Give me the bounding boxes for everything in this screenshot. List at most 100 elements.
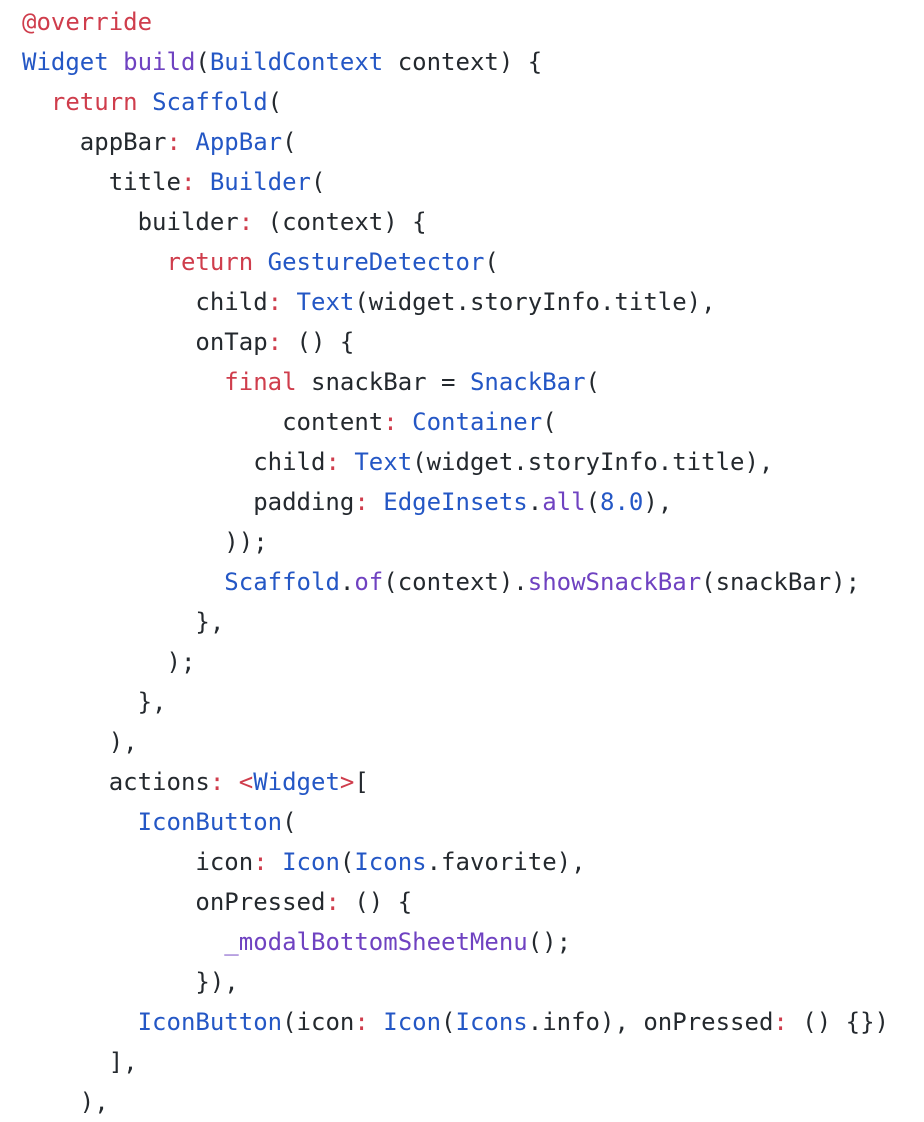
keyword-token: :: [209, 768, 225, 796]
code-line: onPressed: () {: [22, 882, 889, 922]
type-token: Scaffold: [224, 568, 340, 596]
code-line: IconButton(: [22, 802, 889, 842]
keyword-token: return: [166, 248, 254, 276]
keyword-token: <: [238, 768, 254, 796]
type-token: BuildContext: [209, 48, 384, 76]
code-token: context) {: [383, 48, 543, 76]
code-token: (: [339, 848, 355, 876]
code-line: onTap: () {: [22, 322, 889, 362]
type-token: 8.0: [600, 488, 644, 516]
code-token: (: [282, 808, 297, 836]
code-token: [22, 928, 224, 956]
keyword-token: return: [50, 88, 138, 116]
code-token: (: [267, 88, 283, 116]
code-token: (: [311, 168, 326, 196]
code-token: (: [585, 368, 600, 396]
code-token: [195, 168, 209, 196]
code-line: _modalBottomSheetMenu();: [22, 922, 889, 962]
code-token: [282, 288, 296, 316]
code-line: ),: [22, 722, 889, 762]
keyword-token: >: [339, 768, 355, 796]
code-token: actions: [22, 768, 210, 796]
code-token: ();: [527, 928, 572, 956]
code-line: @override: [22, 2, 889, 42]
code-token: appBar: [22, 128, 167, 156]
code-line: title: Builder(: [22, 162, 889, 202]
keyword-token: :: [267, 328, 283, 356]
code-token: (widget.storyInfo.title),: [412, 448, 774, 476]
code-token: },: [22, 608, 225, 636]
type-token: Icon: [282, 848, 340, 876]
type-token: Text: [354, 448, 413, 476]
code-token: [398, 408, 412, 436]
keyword-token: :: [267, 288, 283, 316]
code-line: Widget build(BuildContext context) {: [22, 42, 889, 82]
code-token: (: [542, 408, 557, 436]
code-token: [268, 848, 282, 876]
code-line: child: Text(widget.storyInfo.title),: [22, 282, 889, 322]
function-token: all: [542, 488, 586, 516]
code-token: .: [339, 568, 355, 596]
keyword-token: final: [224, 368, 297, 396]
code-token: [22, 248, 167, 276]
code-token: ),: [22, 728, 138, 756]
keyword-token: :: [325, 448, 340, 476]
function-token: of: [354, 568, 384, 596]
keyword-token: :: [773, 1008, 788, 1036]
code-line: ),: [22, 1082, 889, 1122]
keyword-token: :: [166, 128, 181, 156]
code-token: ));: [22, 528, 268, 556]
keyword-token: :: [383, 408, 398, 436]
code-token: [22, 368, 224, 396]
code-token: ],: [22, 1048, 138, 1076]
code-token: [: [354, 768, 369, 796]
code-token: [22, 808, 138, 836]
type-token: Container: [412, 408, 543, 436]
code-line: }),: [22, 962, 889, 1002]
code-line: return GestureDetector(: [22, 242, 889, 282]
code-token: [369, 1008, 383, 1036]
code-line: icon: Icon(Icons.favorite),: [22, 842, 889, 882]
type-token: Icon: [383, 1008, 442, 1036]
keyword-token: @override: [22, 8, 153, 36]
type-token: Icons: [455, 1008, 528, 1036]
keyword-token: :: [238, 208, 254, 236]
code-token: title: [22, 168, 181, 196]
type-token: Builder: [209, 168, 312, 196]
code-token: (: [282, 128, 297, 156]
code-line: },: [22, 682, 889, 722]
code-line: appBar: AppBar(: [22, 122, 889, 162]
code-line: IconButton(icon: Icon(Icons.info), onPre…: [22, 1002, 889, 1042]
code-token: (widget.storyInfo.title),: [354, 288, 716, 316]
code-token: [22, 1008, 138, 1036]
code-token: builder: [22, 208, 239, 236]
code-token: (snackBar);: [701, 568, 861, 596]
type-token: IconButton: [137, 808, 283, 836]
code-token: [340, 448, 354, 476]
code-line: ],: [22, 1042, 889, 1082]
code-line: return Scaffold(: [22, 82, 889, 122]
code-token: [22, 568, 224, 596]
code-line: child: Text(widget.storyInfo.title),: [22, 442, 889, 482]
code-token: [22, 88, 51, 116]
function-token: build: [123, 48, 196, 76]
code-token: snackBar =: [296, 368, 470, 396]
code-token: .: [527, 488, 543, 516]
code-line: final snackBar = SnackBar(: [22, 362, 889, 402]
type-token: AppBar: [195, 128, 283, 156]
code-token: content: [22, 408, 384, 436]
code-line: padding: EdgeInsets.all(8.0),: [22, 482, 889, 522]
type-token: GestureDetector: [267, 248, 485, 276]
code-token: },: [22, 688, 167, 716]
type-token: IconButton: [137, 1008, 283, 1036]
type-token: Text: [296, 288, 355, 316]
code-token: ),: [643, 488, 673, 516]
code-line: builder: (context) {: [22, 202, 889, 242]
code-token: () {}): [787, 1008, 889, 1036]
code-token: child: [22, 288, 268, 316]
code-token: (context) {: [253, 208, 427, 236]
code-token: .favorite),: [426, 848, 586, 876]
code-token: ),: [22, 1088, 109, 1116]
code-token: (: [441, 1008, 456, 1036]
code-line: content: Container(: [22, 402, 889, 442]
